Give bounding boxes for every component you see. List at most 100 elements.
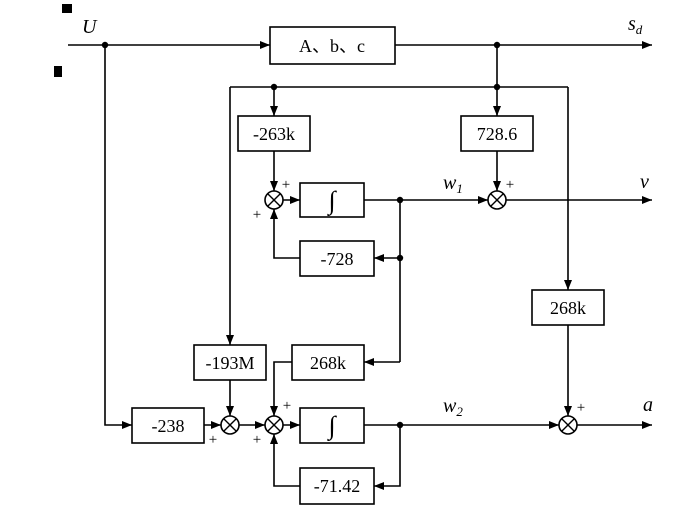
gain-top-right-label: 728.6 [477, 124, 518, 144]
junction-dot-u [101, 41, 109, 49]
arrow-into-gain-top-left [270, 106, 278, 116]
arrow-into-suma-top [564, 406, 572, 416]
w1-sub: 1 [456, 181, 463, 196]
w2-sub: 2 [456, 404, 463, 419]
a-output-label: a [643, 394, 653, 416]
gain-mid-center-block: 268k [291, 344, 365, 381]
wire-feedback2-to-sum-l2 [273, 434, 300, 487]
integrator-2-label: ∫ [326, 411, 337, 441]
arrowheads [122, 41, 652, 490]
arrow-into-sumv-left [478, 196, 488, 204]
branch-dots [101, 41, 501, 429]
sum-junction-v [487, 190, 507, 210]
arrow-into-sum-l2-bottom [270, 434, 278, 444]
scan-artifact [62, 4, 72, 13]
w1-base: w [443, 172, 457, 194]
scan-artifact [54, 66, 62, 77]
block-rect [193, 344, 267, 381]
arrow-a-output [642, 421, 652, 429]
feedback-1-label: -728 [321, 249, 354, 269]
feedback-2-label: -71.42 [314, 476, 361, 496]
v-output-label: v [640, 171, 649, 193]
arrow-into-plant [260, 41, 270, 49]
junction-dot-bus [493, 83, 501, 91]
arrow-into-feedback1 [374, 254, 384, 262]
junction-dot-w2 [396, 421, 404, 429]
gain-mid-left-block: -193M [193, 344, 267, 381]
plus-sign-sum-l2-top: + [283, 398, 291, 414]
block-rect [299, 467, 375, 505]
block-rect [299, 182, 365, 218]
wire-gain-mid-center-to-sum-l2 [273, 361, 292, 416]
integrator-2-block: ∫ [299, 407, 365, 444]
block-rect [269, 26, 396, 65]
arrow-into-integrator2 [290, 421, 300, 429]
arrow-into-sum-l2-left [255, 421, 265, 429]
block-rect [299, 407, 365, 444]
w2-base: w [443, 395, 457, 417]
arrow-into-sum-l1-left [211, 421, 221, 429]
sum-cross [223, 418, 237, 432]
integrator-1-label: ∫ [326, 186, 337, 216]
sum-junction-a [558, 415, 578, 435]
gain-input-block: -238 [131, 407, 205, 444]
sum-junction-1 [264, 190, 284, 210]
plus-sign-sumv-top: + [506, 177, 514, 193]
feedback-2-block: -71.42 [299, 467, 375, 505]
sum-cross [561, 418, 575, 432]
sum-cross [267, 418, 281, 432]
plus-sign-sum-l2-left: + [253, 432, 261, 448]
arrow-into-sumv-top [493, 181, 501, 191]
integrator-1-block: ∫ [299, 182, 365, 218]
plus-sign-sum-l1-left: + [209, 432, 217, 448]
plant-block-label: A、b、c [299, 36, 365, 56]
junction-dot-w1 [396, 196, 404, 204]
block-rect [131, 407, 205, 444]
wire-u-branch-to-gain-input [104, 45, 132, 426]
plus-sign-sum1-top: + [282, 177, 290, 193]
arrow-into-gain-top-right [493, 106, 501, 116]
block-rect [299, 240, 375, 277]
sd-base: s [628, 13, 636, 35]
gain-mid-left-label: -193M [206, 353, 255, 373]
wire-feedback1-to-sum1 [273, 209, 300, 259]
arrow-sd-output [642, 41, 652, 49]
feedback-1-block: -728 [299, 240, 375, 277]
wire-w2-feedback-into-feedback2 [374, 425, 401, 487]
arrow-into-gain-mid-center [364, 358, 374, 366]
arrow-into-gain-input [122, 421, 132, 429]
junction-dot-bus-left [270, 83, 278, 91]
sd-output-label: sd [628, 13, 643, 37]
arrow-into-gain-mid-left [226, 335, 234, 345]
block-rect [237, 115, 311, 152]
arrow-into-sum1-bottom [270, 209, 278, 219]
arrow-into-integrator1 [290, 196, 300, 204]
input-u-label: U [82, 16, 98, 38]
sum-cross [490, 193, 504, 207]
junction-dot-sd [493, 41, 501, 49]
plant-block: A、b、c [269, 26, 396, 65]
arrow-into-feedback2 [374, 482, 384, 490]
block-rect [291, 344, 365, 381]
wires [68, 44, 652, 487]
arrow-into-sum1-top [270, 181, 278, 191]
gain-right-block: 268k [531, 289, 605, 326]
arrow-into-gain-right [564, 280, 572, 290]
gain-mid-center-label: 268k [310, 353, 346, 373]
sum-cross [267, 193, 281, 207]
w2-signal-label: w2 [443, 395, 463, 419]
arrow-into-suma-left [549, 421, 559, 429]
arrow-into-sum-l2-top [270, 406, 278, 416]
gain-top-left-block: -263k [237, 115, 311, 152]
gain-top-right-block: 728.6 [460, 115, 534, 152]
gain-input-label: -238 [152, 416, 185, 436]
block-rect [460, 115, 534, 152]
arrow-v-output [642, 196, 652, 204]
sum-junction-lower-1 [220, 415, 240, 435]
gain-top-left-label: -263k [253, 124, 295, 144]
plus-sign-sum1-bottom: + [253, 207, 261, 223]
plus-sign-suma-top: + [577, 400, 585, 416]
gain-right-label: 268k [550, 298, 586, 318]
